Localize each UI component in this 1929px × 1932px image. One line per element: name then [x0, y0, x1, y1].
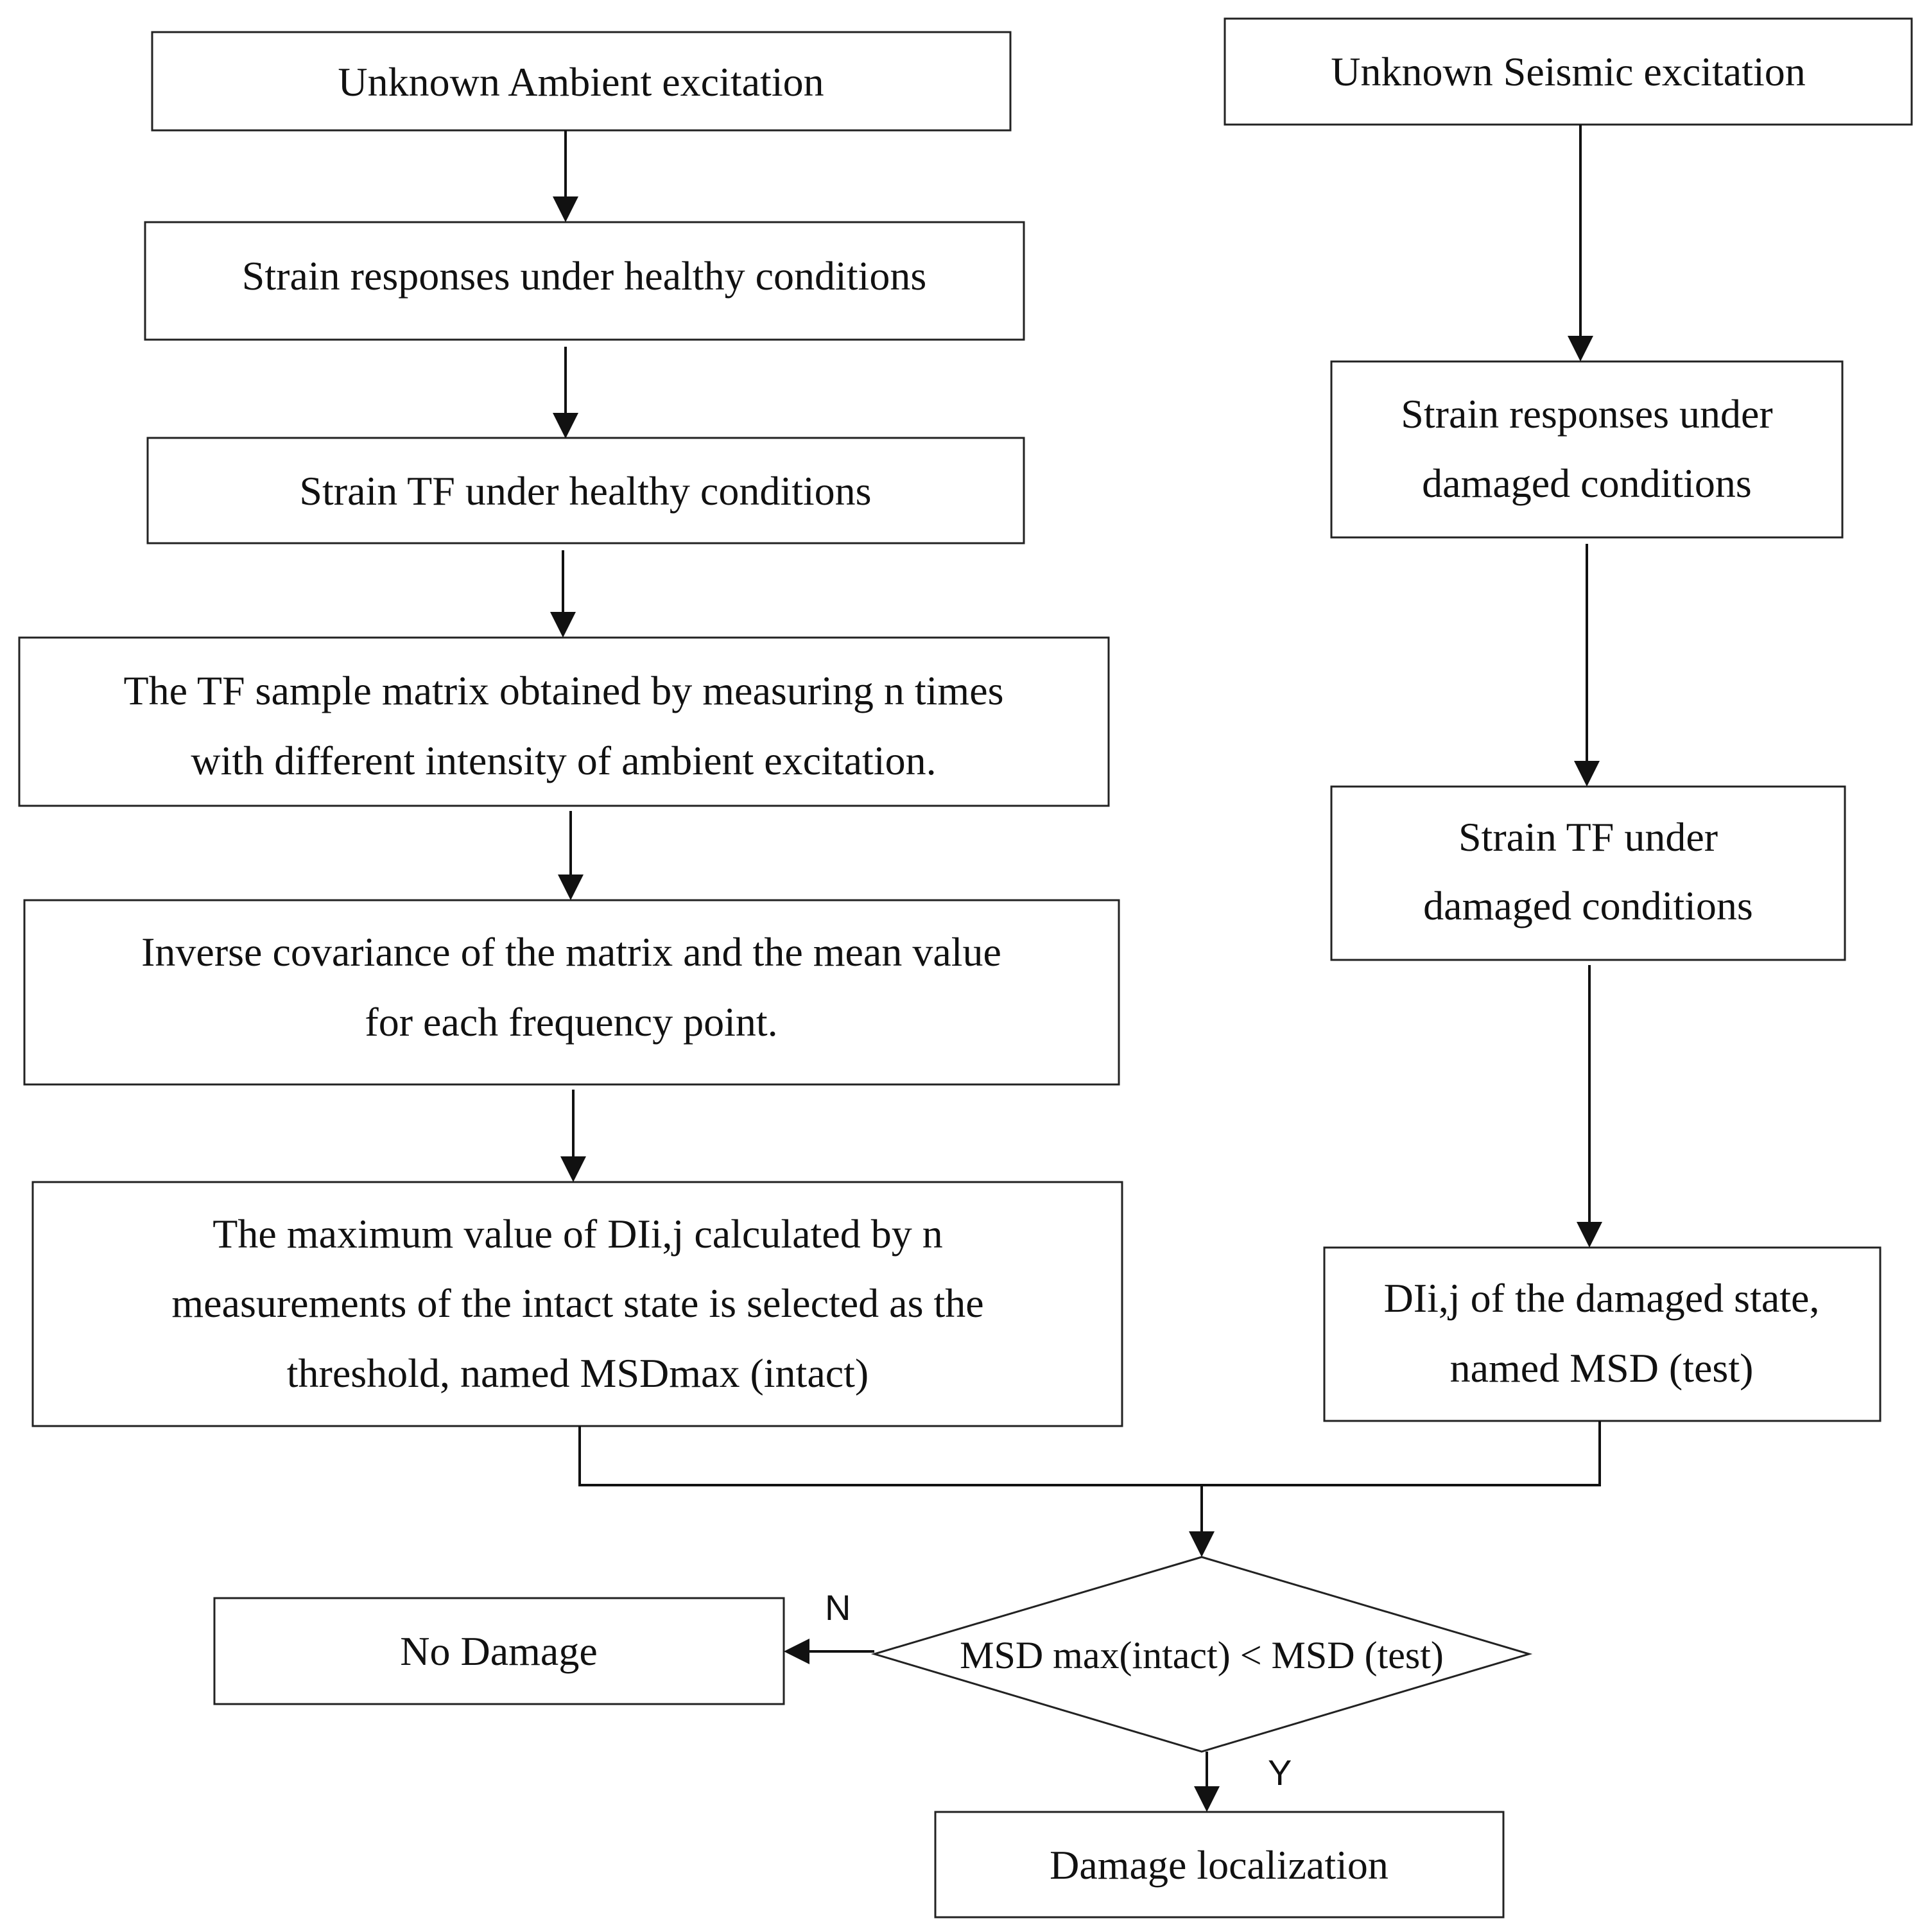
node-damaged-di-line-2: named MSD (test) [1450, 1345, 1754, 1391]
node-tf-sample-matrix-line-1: The TF sample matrix obtained by measuri… [124, 668, 1004, 713]
svg-text:for each frequency point.: for each frequency point. [365, 999, 777, 1045]
node-tf-sample-matrix-line-2: with different intensity of ambient exci… [191, 738, 936, 783]
svg-text:Strain TF under healthy condit: Strain TF under healthy conditions [299, 468, 871, 514]
node-damage-localization-line-1: Damage localization [1050, 1842, 1388, 1888]
connector-merge [578, 1421, 1601, 1486]
node-damaged-strain-tf-line-2: damaged conditions [1423, 883, 1753, 928]
node-ambient-excitation-line-1: Unknown Ambient excitation [338, 59, 824, 105]
svg-text:damaged conditions: damaged conditions [1423, 883, 1753, 928]
node-damaged-strain-responses-line-2: damaged conditions [1422, 460, 1752, 506]
svg-text:with different intensity of am: with different intensity of ambient exci… [191, 738, 936, 783]
svg-text:Unknown Ambient excitation: Unknown Ambient excitation [338, 59, 824, 105]
node-threshold: The maximum value of DIi,j calculated by… [31, 1181, 1123, 1427]
node-ambient-excitation: Unknown Ambient excitation [151, 31, 1012, 132]
svg-text:Strain responses under: Strain responses under [1401, 391, 1772, 437]
svg-text:damaged conditions: damaged conditions [1422, 460, 1752, 506]
svg-text:Strain TF under: Strain TF under [1458, 814, 1718, 860]
svg-text:MSD max(intact) < MSD (test): MSD max(intact) < MSD (test) [960, 1634, 1444, 1676]
node-healthy-strain-tf: Strain TF under healthy conditions [146, 437, 1025, 544]
svg-text:threshold, named MSDmax (intac: threshold, named MSDmax (intact) [287, 1350, 869, 1396]
node-damaged-strain-responses: Strain responses under damaged condition… [1330, 360, 1844, 539]
node-damaged-strain-tf-line-1: Strain TF under [1458, 814, 1718, 860]
svg-text:measurements of the intact sta: measurements of the intact state is sele… [171, 1280, 983, 1326]
node-decision: MSD max(intact) < MSD (test) [870, 1556, 1533, 1753]
svg-text:No Damage: No Damage [400, 1628, 597, 1674]
svg-text:Damage localization: Damage localization [1050, 1842, 1388, 1888]
edge-label-yes: Y [1268, 1752, 1292, 1793]
node-inverse-covariance-line-1: Inverse covariance of the matrix and the… [141, 929, 1001, 975]
svg-text:DIi,j of the damaged state,: DIi,j of the damaged state, [1384, 1275, 1820, 1321]
node-damaged-di: DIi,j of the damaged state, named MSD (t… [1323, 1246, 1881, 1422]
node-inverse-covariance: Inverse covariance of the matrix and the… [23, 899, 1120, 1086]
svg-text:The TF sample matrix obtained: The TF sample matrix obtained by measuri… [124, 668, 1004, 713]
node-seismic-excitation-line-1: Unknown Seismic excitation [1331, 49, 1805, 94]
node-damaged-di-line-1: DIi,j of the damaged state, [1384, 1275, 1820, 1321]
node-threshold-line-2: measurements of the intact state is sele… [171, 1280, 983, 1326]
node-damage-localization: Damage localization [934, 1811, 1505, 1919]
node-healthy-strain-tf-line-1: Strain TF under healthy conditions [299, 468, 871, 514]
node-healthy-strain-responses-line-1: Strain responses under healthy condition… [242, 253, 926, 299]
node-inverse-covariance-line-2: for each frequency point. [365, 999, 777, 1045]
svg-text:Unknown Seismic excitation: Unknown Seismic excitation [1331, 49, 1805, 94]
node-threshold-line-1: The maximum value of DIi,j calculated by… [212, 1211, 942, 1257]
node-threshold-line-3: threshold, named MSDmax (intact) [287, 1350, 869, 1396]
svg-text:Strain responses under healthy: Strain responses under healthy condition… [242, 253, 926, 299]
node-healthy-strain-responses: Strain responses under healthy condition… [144, 221, 1025, 341]
node-damaged-strain-responses-line-1: Strain responses under [1401, 391, 1772, 437]
node-damaged-strain-tf: Strain TF under damaged conditions [1330, 785, 1846, 961]
svg-text:named MSD (test): named MSD (test) [1450, 1345, 1754, 1391]
node-no-damage: No Damage [213, 1597, 785, 1705]
node-seismic-excitation: Unknown Seismic excitation [1224, 17, 1913, 126]
node-tf-sample-matrix: The TF sample matrix obtained by measuri… [18, 636, 1110, 807]
edge-label-no: N [825, 1587, 851, 1628]
svg-text:The maximum value of DIi,j cal: The maximum value of DIi,j calculated by… [212, 1211, 942, 1257]
node-no-damage-line-1: No Damage [400, 1628, 597, 1674]
node-decision-line-1: MSD max(intact) < MSD (test) [960, 1634, 1444, 1676]
svg-text:Inverse covariance of the matr: Inverse covariance of the matrix and the… [141, 929, 1001, 975]
